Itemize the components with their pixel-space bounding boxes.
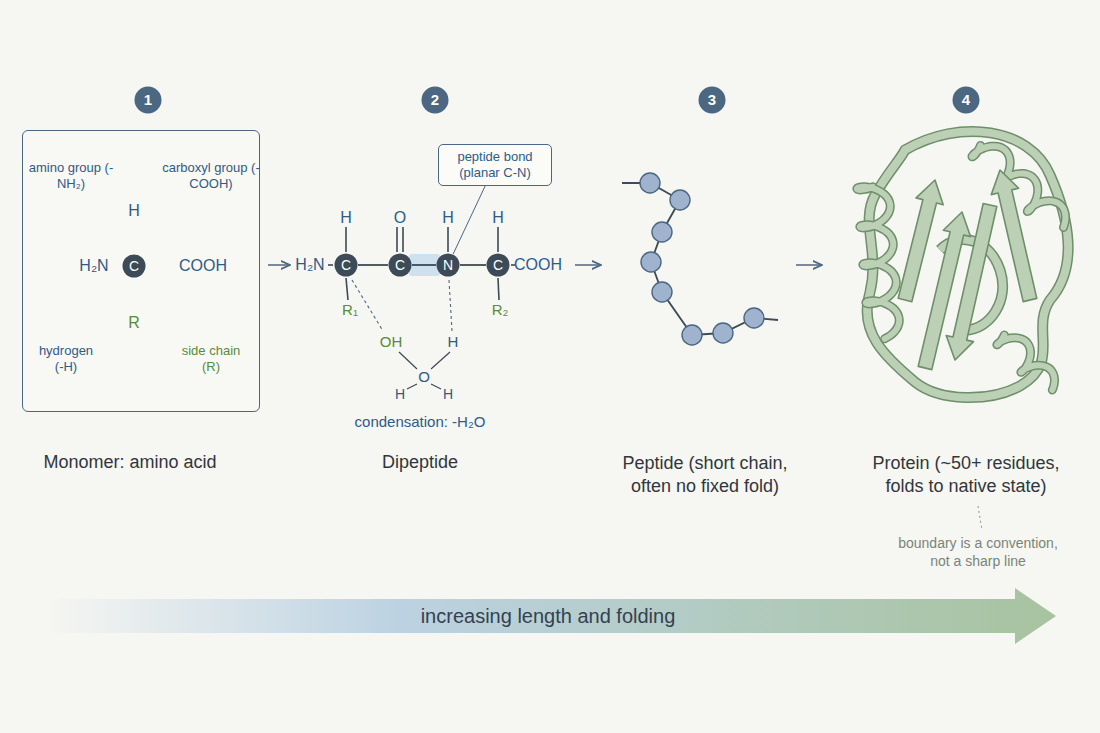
atom-label: H — [443, 385, 453, 403]
circle-node: 1 — [134, 86, 162, 114]
node-label: 3 — [708, 91, 716, 109]
bond-line — [328, 227, 515, 300]
circle-node: C — [388, 253, 412, 277]
bond-line — [460, 264, 486, 266]
atom-label: H — [340, 208, 352, 229]
atom-label: H — [492, 208, 504, 229]
atom-label: R₂ — [492, 300, 509, 320]
node-label: C — [341, 257, 351, 274]
part-label: amino group (-NH₂) — [26, 160, 116, 193]
progress-arrow — [45, 588, 1056, 644]
atom-label: COOH — [514, 255, 562, 276]
circle-node: 2 — [421, 86, 449, 114]
callout-box: peptide bond (planar C-N) — [438, 144, 552, 185]
atom-label: H — [128, 201, 140, 221]
atom-label: O — [394, 208, 406, 229]
atom-label: O — [418, 367, 430, 387]
note-leader — [978, 506, 982, 530]
atom-label: H — [448, 332, 459, 352]
leader-line — [453, 186, 485, 255]
caption-text: boundary is a convention, not a sharp li… — [889, 534, 1067, 570]
callout-text: peptide bond (planar C-N) — [446, 149, 544, 180]
circle-node: 3 — [698, 86, 726, 114]
caption-text: increasing length and folding — [421, 603, 676, 629]
panel-box: amino group (-NH₂) carboxyl group (-COOH)… — [22, 130, 260, 412]
atom-label: H₂N — [295, 255, 324, 276]
atom-label: H₂N — [79, 256, 108, 276]
protein-ribbon — [857, 131, 1068, 397]
residue-bead — [640, 173, 764, 345]
caption-text: Peptide (short chain, often no fixed fol… — [609, 452, 801, 499]
circle-node: 4 — [952, 86, 980, 114]
bond-line — [412, 264, 436, 266]
node-label: 1 — [144, 91, 152, 109]
node-label: C — [129, 258, 139, 275]
node-label: C — [493, 257, 503, 274]
circle-node: C — [334, 253, 358, 277]
caption-text: Monomer: amino acid — [43, 451, 216, 474]
node-label: 4 — [962, 91, 970, 109]
atom-label: H — [395, 385, 405, 403]
node-label: C — [395, 257, 405, 274]
circle-node: N — [436, 253, 460, 277]
atom-label: H — [442, 208, 454, 229]
caption-text: condensation: -H₂O — [355, 412, 486, 432]
part-label: side chain (R) — [175, 343, 247, 376]
dotted-leader — [352, 280, 452, 331]
node-label: N — [443, 257, 453, 274]
node-label: 2 — [431, 91, 439, 109]
bond-line — [358, 264, 388, 266]
bond-highlight — [409, 254, 440, 276]
atom-label: OH — [380, 332, 403, 352]
circle-node: C — [486, 253, 510, 277]
atom-label: R — [128, 313, 140, 333]
atom-label: COOH — [179, 256, 227, 276]
caption-text: Protein (~50+ residues, folds to native … — [857, 452, 1075, 499]
circle-node: C — [122, 254, 146, 278]
peptide-chain — [622, 183, 778, 335]
water-bond — [399, 352, 450, 389]
caption-text: Dipeptide — [382, 451, 458, 474]
part-label: carboxyl group (-COOH) — [161, 160, 261, 193]
atom-label: R₁ — [342, 300, 358, 320]
part-label: hydrogen (-H) — [33, 343, 99, 376]
